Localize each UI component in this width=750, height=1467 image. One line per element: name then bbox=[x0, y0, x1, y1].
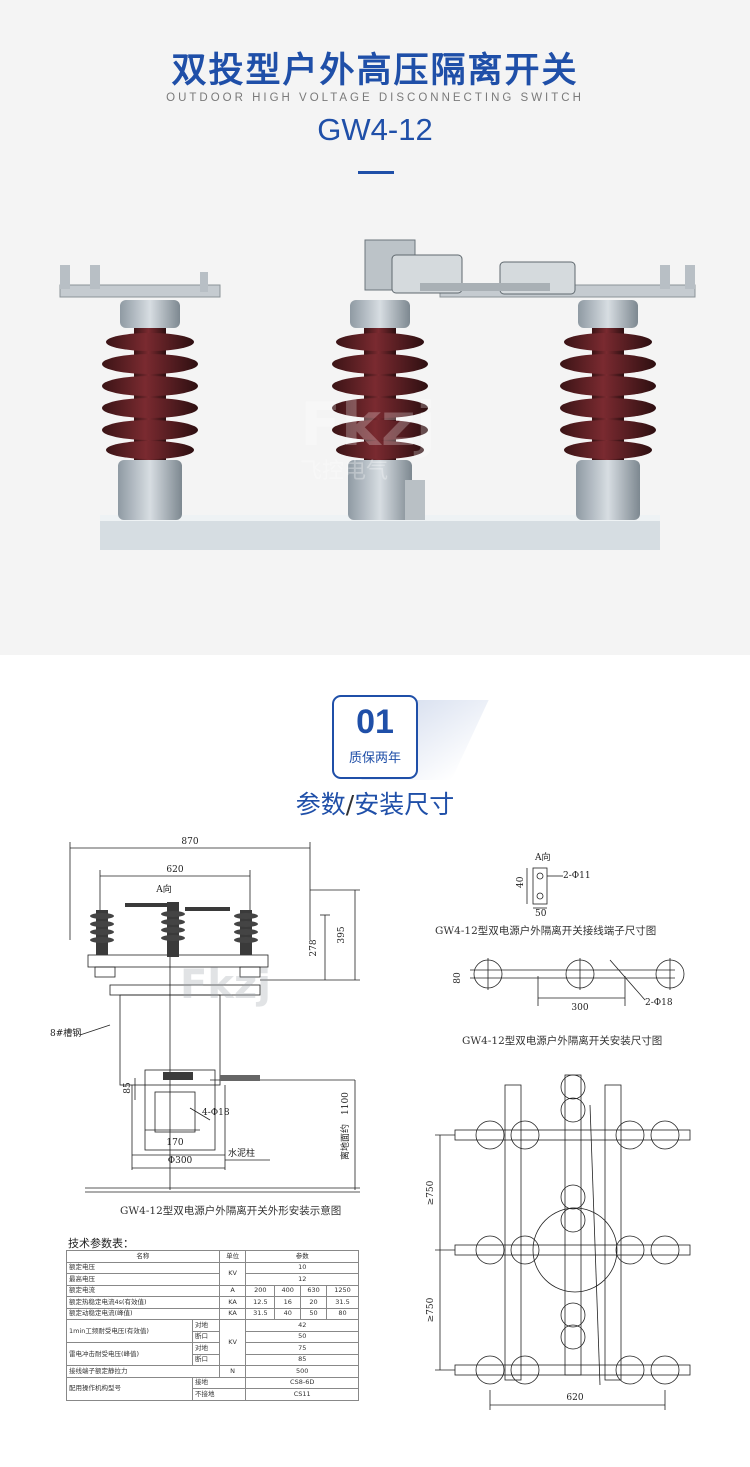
outline-drawing: 870 620 A向 395 278 8#槽钢 85 4-Φ18 170 Φ30… bbox=[50, 837, 360, 1193]
table-row: 额定热稳定电流4s(有效值) KA 12.5 16 20 31.5 bbox=[66, 1296, 360, 1309]
section-slash: / bbox=[345, 790, 355, 819]
spec-table: 名称 单位 参数 额定电压 KV 10 最高电压 12 额定电流 A 200 4… bbox=[65, 1250, 360, 1401]
table-row: 断口 85 bbox=[67, 1353, 359, 1366]
title-underline bbox=[358, 171, 394, 174]
terminal-drawing: A向 2-Φ11 50 40 bbox=[516, 851, 591, 919]
table-row: 不接地 CS11 bbox=[67, 1388, 359, 1401]
mount-holes: 2-Φ18 bbox=[645, 998, 673, 1008]
table-row: 额定电流 A 200 400 630 1250 bbox=[66, 1284, 360, 1297]
drawing-watermark: Fkzj bbox=[180, 962, 271, 1008]
table-row: 配用操作机构型号 接地 CS8-6D bbox=[65, 1376, 359, 1401]
table-row: 最高电压 12 bbox=[66, 1273, 359, 1286]
dim-870: 870 bbox=[181, 837, 198, 847]
terminal-a-direction: A向 bbox=[534, 851, 551, 863]
plan-drawing: ≥750 ≥750 620 bbox=[426, 1074, 691, 1410]
section-title: 参数/安装尺寸 bbox=[0, 785, 750, 821]
dim-395: 395 bbox=[337, 926, 347, 943]
section-title-a: 参数 bbox=[295, 790, 346, 819]
label-concrete-pole: 水泥柱 bbox=[228, 1147, 255, 1159]
section-title-b: 安装尺寸 bbox=[354, 790, 455, 819]
dim-170: 170 bbox=[166, 1138, 183, 1148]
mount-dim-300: 300 bbox=[571, 1003, 588, 1013]
table-row: 1min工频耐受电压(有效值) 对地 KV 42 bbox=[65, 1319, 359, 1366]
dim-620: 620 bbox=[166, 865, 183, 875]
plan-gap-750-top: ≥750 bbox=[426, 1180, 436, 1205]
table-row: 额定电压 KV 10 bbox=[66, 1261, 359, 1286]
dim-1100: 1100 bbox=[341, 1092, 351, 1115]
caption-terminal: GW4-12型双电源户外隔离开关接线端子尺寸图 bbox=[435, 925, 657, 937]
section-badge: 01 质保两年 bbox=[332, 695, 418, 779]
mount-drawing: 80 300 2-Φ18 bbox=[453, 958, 685, 1013]
table-row: 额定动稳定电流(峰值) KA 31.5 40 50 80 bbox=[66, 1307, 360, 1320]
caption-outline: GW4-12型双电源户外隔离开关外形安装示意图 bbox=[120, 1205, 342, 1217]
page-subtitle: OUTDOOR HIGH VOLTAGE DISCONNECTING SWITC… bbox=[166, 92, 584, 104]
table-row: 雷电冲击耐受电压(峰值) 对地 75 bbox=[65, 1342, 359, 1366]
badge-number: 01 bbox=[356, 703, 394, 741]
dim-278: 278 bbox=[309, 939, 319, 956]
terminal-width-50: 50 bbox=[535, 909, 547, 919]
plan-gap-750-bottom: ≥750 bbox=[426, 1297, 436, 1322]
plan-width-620: 620 bbox=[566, 1393, 583, 1403]
badge-text: 质保两年 bbox=[348, 751, 401, 766]
page-title: 双投型户外高压隔离开关 bbox=[171, 51, 579, 91]
model-number: GW4-12 bbox=[317, 112, 433, 147]
product-photo: Fkzj 飞控电气 bbox=[59, 239, 696, 550]
watermark-mark: Fkzj bbox=[300, 390, 436, 460]
dim-phi300: Φ300 bbox=[168, 1156, 193, 1166]
terminal-dim-40: 40 bbox=[516, 876, 526, 888]
caption-mount: GW4-12型双电源户外隔离开关安装尺寸图 bbox=[462, 1035, 663, 1047]
spec-table-title: 技术参数表： bbox=[68, 1237, 134, 1250]
label-a-direction: A向 bbox=[155, 883, 172, 895]
dim-85: 85 bbox=[123, 1082, 133, 1094]
label-ground-height: 离地面约 bbox=[339, 1124, 351, 1160]
watermark-name: 飞控电气 bbox=[300, 459, 388, 484]
table-row: 名称 单位 参数 bbox=[66, 1250, 359, 1263]
dim-4-phi18: 4-Φ18 bbox=[202, 1108, 230, 1118]
hero-banner: 双投型户外高压隔离开关 OUTDOOR HIGH VOLTAGE DISCONN… bbox=[0, 0, 750, 655]
terminal-holes: 2-Φ11 bbox=[563, 871, 591, 881]
table-row: 接线端子额定静拉力 N 500 bbox=[66, 1365, 359, 1378]
mount-dim-80: 80 bbox=[453, 972, 463, 984]
label-channel-steel: 8#槽钢 bbox=[50, 1027, 81, 1039]
